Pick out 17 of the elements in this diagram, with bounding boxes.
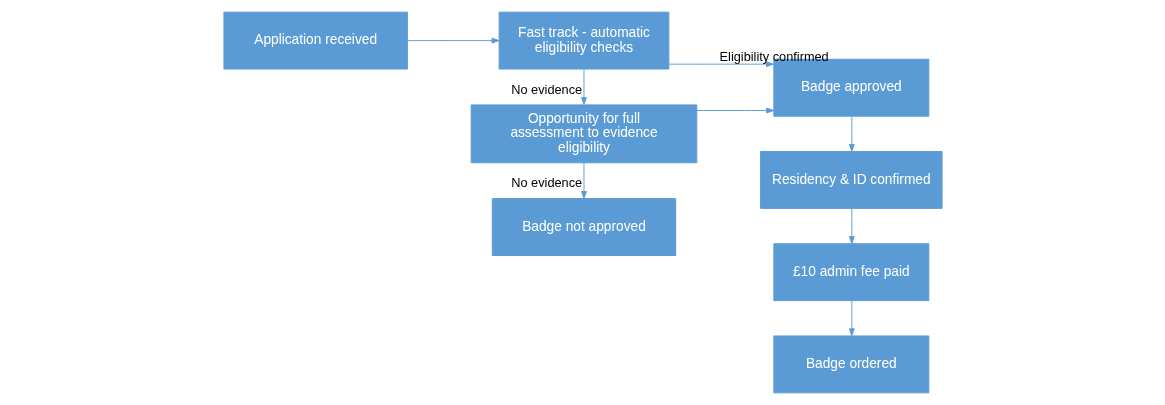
arrow	[848, 300, 855, 337]
arrow	[406, 37, 499, 44]
node-box: Opportunity for full assessment to evidence eligibility	[470, 104, 697, 164]
node-box: Fast track - automatic eligibility checks	[498, 11, 669, 70]
arrow	[848, 115, 855, 152]
edge-label: No evidence	[510, 175, 582, 191]
arrow	[580, 68, 587, 106]
arrow	[667, 61, 774, 68]
arrow	[696, 107, 774, 114]
node-box: £10 admin fee paid	[772, 243, 929, 302]
node-box: Application received	[222, 11, 408, 70]
arrow	[848, 208, 855, 244]
node-box: Residency & ID confirmed	[759, 151, 943, 209]
arrow	[580, 162, 587, 199]
node-box: Badge not approved	[491, 198, 676, 256]
edge-label: No evidence	[510, 81, 582, 97]
node-box: Badge ordered	[772, 335, 929, 394]
